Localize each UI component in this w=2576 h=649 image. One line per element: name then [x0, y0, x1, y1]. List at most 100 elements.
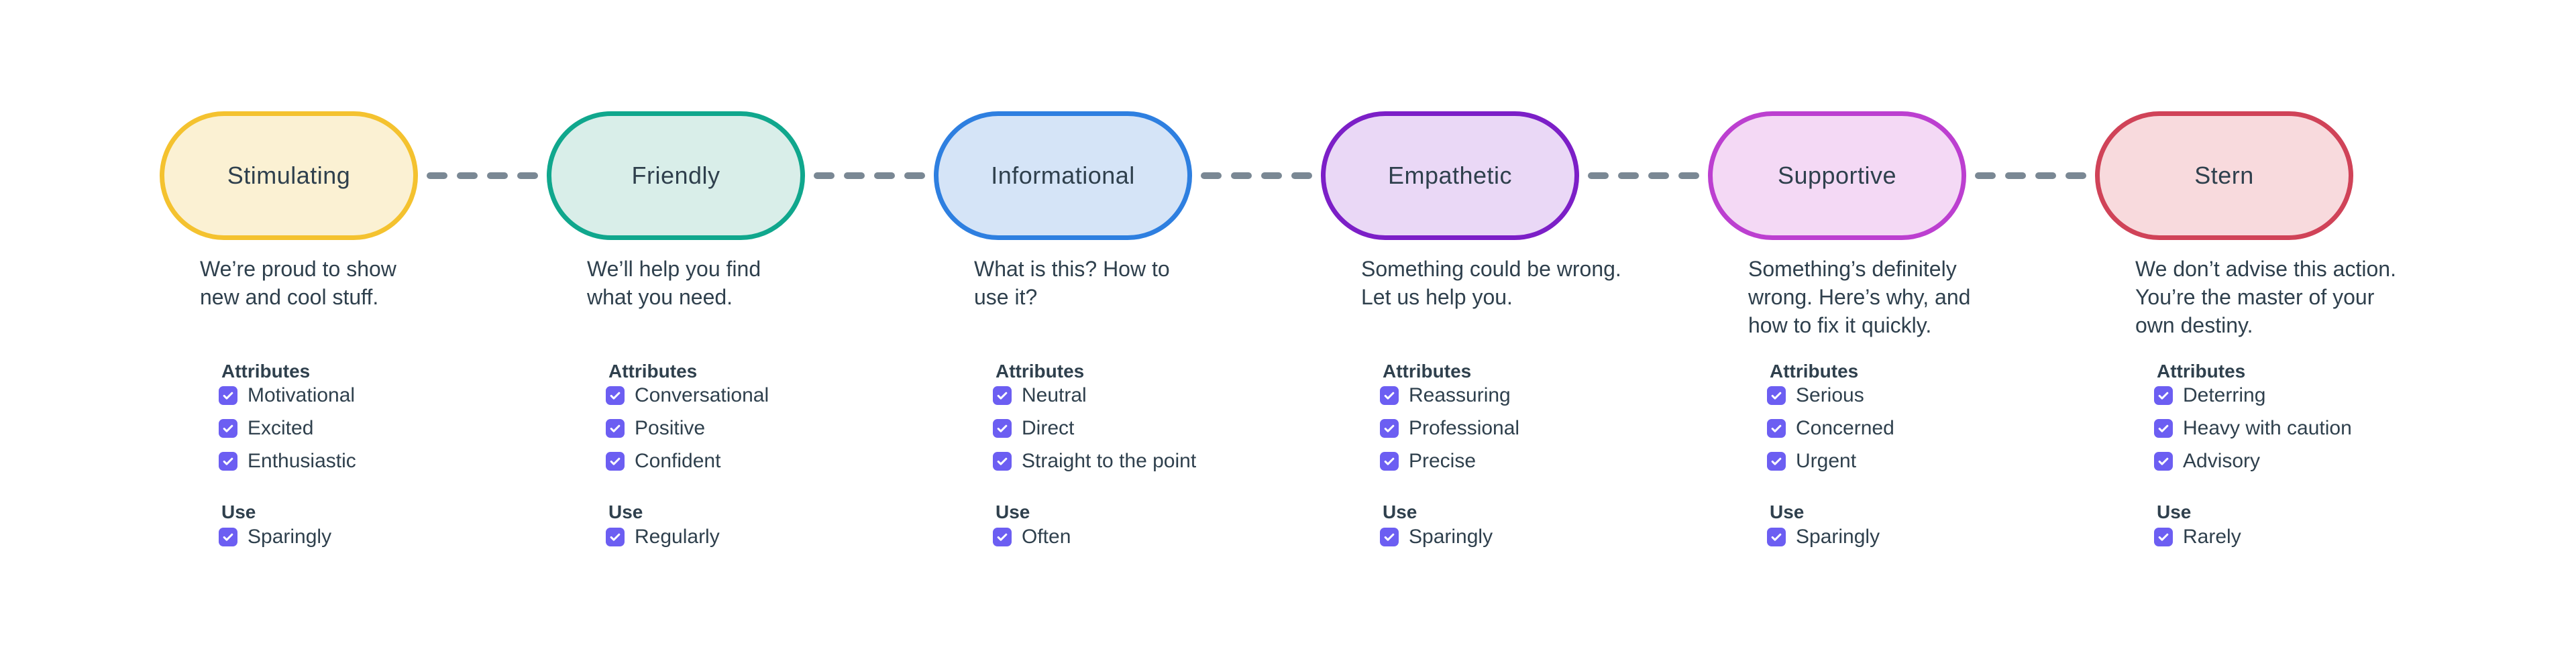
checkbox-checked-icon[interactable]	[1767, 452, 1786, 471]
connector-dash	[1678, 172, 1699, 179]
checkbox-checked-icon[interactable]	[606, 452, 625, 471]
checkmark-icon	[1771, 533, 1782, 541]
use-row[interactable]: Rarely	[2154, 526, 2241, 548]
attribute-row[interactable]: Conversational	[606, 384, 769, 406]
use-row[interactable]: Sparingly	[1380, 526, 1493, 548]
use-row[interactable]: Sparingly	[219, 526, 331, 548]
attributes-heading: Attributes	[221, 361, 311, 381]
checkbox-checked-icon[interactable]	[1767, 528, 1786, 546]
checkbox-checked-icon[interactable]	[1380, 452, 1399, 471]
attribute-label: Confident	[635, 450, 721, 472]
checkbox-checked-icon[interactable]	[993, 528, 1012, 546]
attribute-row[interactable]: Precise	[1380, 450, 1477, 472]
attribute-row[interactable]: Excited	[219, 417, 313, 439]
tone-column: Supportive Something’s definitely wrong.…	[1708, 0, 1970, 649]
attribute-row[interactable]: Concerned	[1767, 417, 1894, 439]
attribute-row[interactable]: Serious	[1767, 384, 1864, 406]
attribute-label: Urgent	[1796, 450, 1857, 472]
tone-description: Something’s definitely wrong. Here’s why…	[1748, 257, 1971, 337]
use-label: Often	[1022, 526, 1071, 548]
connector-dash	[517, 172, 538, 179]
tone-description: We’re proud to show new and cool stuff.	[200, 257, 396, 309]
tone-column: Stimulating We’re proud to show new and …	[160, 0, 418, 649]
attribute-row[interactable]: Direct	[993, 417, 1074, 439]
attribute-row[interactable]: Heavy with caution	[2154, 417, 2352, 439]
use-label: Sparingly	[1409, 526, 1493, 548]
checkmark-icon	[610, 457, 621, 465]
attribute-row[interactable]: Positive	[606, 417, 705, 439]
connector-dash	[427, 172, 447, 179]
attribute-row[interactable]: Motivational	[219, 384, 356, 406]
tone-pill-label: Informational	[991, 162, 1135, 189]
checkbox-checked-icon[interactable]	[606, 386, 625, 405]
checkbox-checked-icon[interactable]	[2154, 528, 2173, 546]
use-row[interactable]: Sparingly	[1767, 526, 1880, 548]
checkmark-icon	[1771, 457, 1782, 465]
connector-dashed-line	[1588, 172, 1699, 179]
attribute-label: Reassuring	[1409, 384, 1511, 406]
attribute-row[interactable]: Neutral	[993, 384, 1087, 406]
attribute-row[interactable]: Straight to the point	[993, 450, 1197, 472]
attribute-label: Serious	[1796, 384, 1864, 406]
attributes-heading: Attributes	[1770, 361, 1859, 381]
use-row[interactable]: Often	[993, 526, 1071, 548]
use-row[interactable]: Regularly	[606, 526, 720, 548]
tone-column: Empathetic Something could be wrong. Let…	[1321, 0, 1621, 649]
use-label: Regularly	[635, 526, 720, 548]
checkmark-icon	[1384, 392, 1395, 400]
attribute-row[interactable]: Professional	[1380, 417, 1519, 439]
checkbox-checked-icon[interactable]	[1767, 419, 1786, 438]
checkbox-checked-icon[interactable]	[219, 386, 237, 405]
checkbox-checked-icon[interactable]	[993, 386, 1012, 405]
connector-dashed-line	[1201, 172, 1312, 179]
checkbox-checked-icon[interactable]	[606, 419, 625, 438]
checkmark-icon	[2158, 392, 2169, 400]
attributes-heading: Attributes	[608, 361, 698, 381]
connector-dash	[1618, 172, 1639, 179]
checkbox-checked-icon[interactable]	[219, 452, 237, 471]
connector-dash	[1975, 172, 1996, 179]
checkbox-checked-icon[interactable]	[993, 452, 1012, 471]
attribute-label: Enthusiastic	[248, 450, 356, 472]
attribute-label: Heavy with caution	[2183, 417, 2352, 439]
checkbox-checked-icon[interactable]	[219, 528, 237, 546]
checkbox-checked-icon[interactable]	[993, 419, 1012, 438]
attribute-row[interactable]: Reassuring	[1380, 384, 1511, 406]
tone-description: We don’t advise this action. You’re the …	[2135, 257, 2396, 337]
connector-dash	[1201, 172, 1222, 179]
use-heading: Use	[221, 501, 256, 522]
checkbox-checked-icon[interactable]	[1380, 528, 1399, 546]
attribute-row[interactable]: Advisory	[2154, 450, 2260, 472]
tone-description: Something could be wrong. Let us help yo…	[1361, 257, 1621, 309]
checkmark-icon	[223, 533, 233, 541]
attribute-label: Deterring	[2183, 384, 2266, 406]
attribute-row[interactable]: Urgent	[1767, 450, 1857, 472]
checkbox-checked-icon[interactable]	[2154, 452, 2173, 471]
tone-pill: Stimulating	[160, 111, 418, 240]
attribute-label: Straight to the point	[1022, 450, 1197, 472]
connector-dash	[844, 172, 865, 179]
checkbox-checked-icon[interactable]	[2154, 419, 2173, 438]
checkmark-icon	[610, 424, 621, 432]
tone-pill-label: Stimulating	[227, 162, 351, 189]
connector-dash	[1231, 172, 1252, 179]
attribute-label: Concerned	[1796, 417, 1894, 439]
attribute-row[interactable]: Confident	[606, 450, 721, 472]
attribute-row[interactable]: Enthusiastic	[219, 450, 356, 472]
checkbox-checked-icon[interactable]	[606, 528, 625, 546]
checkbox-checked-icon[interactable]	[1380, 419, 1399, 438]
checkbox-checked-icon[interactable]	[1767, 386, 1786, 405]
attribute-row[interactable]: Deterring	[2154, 384, 2266, 406]
checkbox-checked-icon[interactable]	[2154, 386, 2173, 405]
checkbox-checked-icon[interactable]	[1380, 386, 1399, 405]
checkmark-icon	[2158, 457, 2169, 465]
checkbox-checked-icon[interactable]	[219, 419, 237, 438]
checkmark-icon	[1384, 457, 1395, 465]
connector-dash	[874, 172, 895, 179]
attributes-heading: Attributes	[996, 361, 1085, 381]
tone-pill-label: Friendly	[631, 162, 720, 189]
checkmark-icon	[223, 424, 233, 432]
attribute-label: Precise	[1409, 450, 1477, 472]
attribute-label: Motivational	[248, 384, 356, 406]
